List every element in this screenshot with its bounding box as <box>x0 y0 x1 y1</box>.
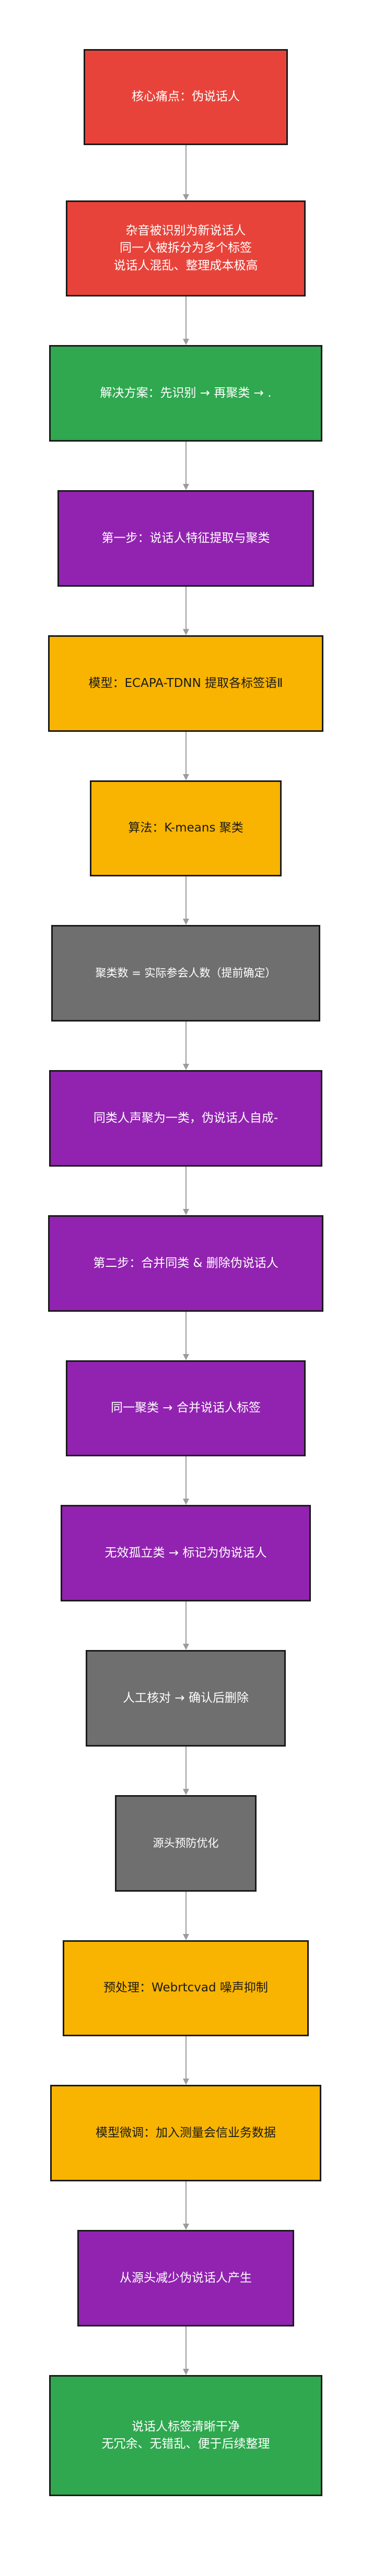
arrowhead <box>183 1354 189 1360</box>
arrowhead <box>183 2224 189 2230</box>
node-core-pain-point: 核心痛点：伪说话人 <box>84 49 288 145</box>
connector <box>185 296 187 339</box>
arrowhead <box>183 1644 189 1650</box>
connector <box>185 442 187 484</box>
node-label: 模型：ECAPA-TDNN 提取各标签语Ⅱ <box>88 676 283 690</box>
node-cluster-count: 聚类数 = 实际参会人数（提前确定） <box>51 925 320 1022</box>
node-same-voice-cluster: 同类人声聚为一类，伪说话人自成- <box>49 1070 322 1167</box>
node-symptoms: 杂音被识别为新说话人 同一人被拆分为多个标签 说话人混乱、整理成本极高 <box>66 200 306 296</box>
connector <box>185 1022 187 1064</box>
node-preprocessing-webrtcvad: 预处理：Webrtcvad 噪声抑制 <box>63 1940 309 2036</box>
connector <box>185 1892 187 1934</box>
arrowhead <box>183 194 189 200</box>
node-label: 模型微调：加入测量会信业务数据 <box>96 2126 276 2140</box>
node-label: 杂音被识别为新说话人 同一人被拆分为多个标签 说话人混乱、整理成本极高 <box>113 223 258 272</box>
arrowhead <box>183 774 189 780</box>
connector <box>185 1747 187 1789</box>
node-label: 第一步：说话人特征提取与聚类 <box>101 531 270 545</box>
node-source-prevention: 源头预防优化 <box>115 1795 257 1892</box>
node-label: 同一聚类 → 合并说话人标签 <box>111 1401 261 1415</box>
node-label: 解决方案：先识别 → 再聚类 → . <box>100 386 272 400</box>
arrowhead <box>183 1934 189 1940</box>
node-label: 聚类数 = 实际参会人数（提前确定） <box>95 967 276 980</box>
node-reduce-pseudo-speakers: 从源头减少伪说话人产生 <box>77 2230 294 2326</box>
node-label: 无效孤立类 → 标记为伪说话人 <box>104 1546 267 1560</box>
node-step-two: 第二步：合并同类 & 删除伪说话人 <box>48 1215 323 1312</box>
node-label: 源头预防优化 <box>153 1837 219 1850</box>
arrowhead <box>183 2079 189 2085</box>
connector <box>185 587 187 629</box>
node-manual-review: 人工核对 → 确认后删除 <box>86 1650 286 1747</box>
connector <box>185 732 187 774</box>
node-model-finetune: 模型微调：加入测量会信业务数据 <box>50 2085 321 2181</box>
connector <box>185 2326 187 2369</box>
node-mark-pseudo-speaker: 无效孤立类 → 标记为伪说话人 <box>61 1505 311 1601</box>
node-merge-labels: 同一聚类 → 合并说话人标签 <box>66 1360 306 1456</box>
arrowhead <box>183 484 189 490</box>
node-step-one: 第一步：说话人特征提取与聚类 <box>57 490 314 587</box>
node-clean-result: 说话人标签清晰干净 无冗余、无错乱、便于后续整理 <box>49 2375 322 2496</box>
connector <box>185 1456 187 1499</box>
connector <box>185 1312 187 1354</box>
arrowhead <box>183 1499 189 1505</box>
connector <box>185 1601 187 1644</box>
node-model-ecapa: 模型：ECAPA-TDNN 提取各标签语Ⅱ <box>48 635 323 732</box>
node-label: 人工核对 → 确认后删除 <box>123 1691 249 1705</box>
connector <box>185 145 187 194</box>
node-algorithm-kmeans: 算法：K-means 聚类 <box>90 780 282 876</box>
node-solution: 解决方案：先识别 → 再聚类 → . <box>49 345 322 442</box>
node-label: 从源头减少伪说话人产生 <box>120 2271 252 2285</box>
node-label: 核心痛点：伪说话人 <box>132 90 240 104</box>
node-label: 算法：K-means 聚类 <box>128 821 243 835</box>
arrowhead <box>183 1789 189 1795</box>
connector <box>185 2181 187 2224</box>
node-label: 说话人标签清晰干净 无冗余、无错乱、便于后续整理 <box>101 2419 270 2451</box>
node-label: 第二步：合并同类 & 删除伪说话人 <box>93 1256 278 1270</box>
arrowhead <box>183 1209 189 1215</box>
connector <box>185 2036 187 2079</box>
arrowhead <box>183 339 189 345</box>
node-label: 预处理：Webrtcvad 噪声抑制 <box>103 1981 268 1995</box>
connector <box>185 1167 187 1209</box>
arrowhead <box>183 919 189 925</box>
arrowhead <box>183 629 189 635</box>
node-label: 同类人声聚为一类，伪说话人自成- <box>93 1111 278 1125</box>
arrowhead <box>183 1064 189 1070</box>
connector <box>185 876 187 919</box>
arrowhead <box>183 2369 189 2375</box>
